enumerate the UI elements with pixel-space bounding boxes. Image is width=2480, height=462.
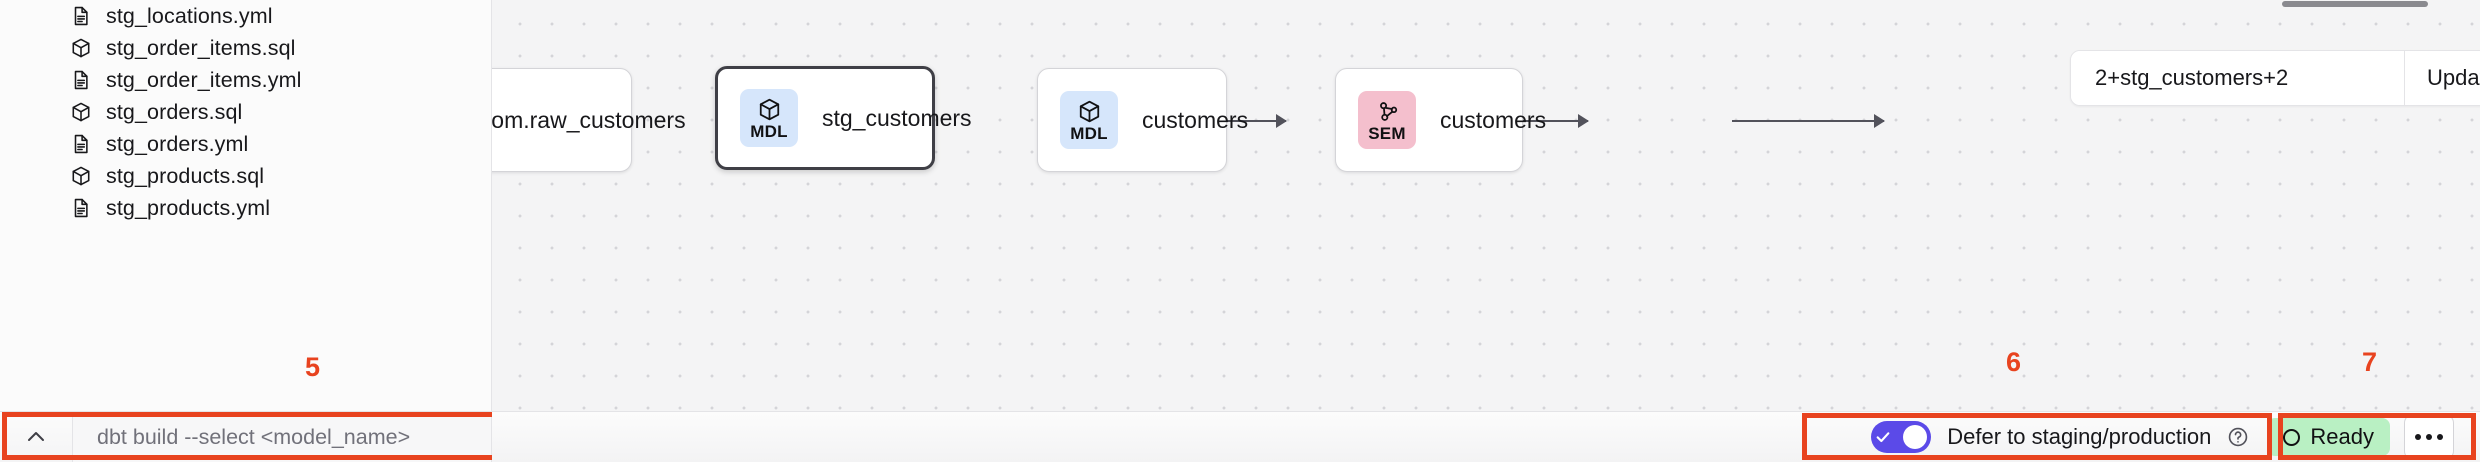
file-list-item[interactable]: stg_order_items.sql — [0, 32, 491, 64]
check-icon — [1876, 432, 1890, 443]
status-badge[interactable]: Ready — [2267, 418, 2390, 456]
annotation-number-6: 6 — [2006, 347, 2022, 377]
node-type-badge: MDL — [1060, 91, 1118, 149]
update-graph-button[interactable]: Update Graph — [2404, 51, 2480, 105]
file-name: stg_order_items.sql — [106, 35, 296, 60]
edge-mdl-to-sem — [1732, 114, 1885, 128]
horizontal-scrollbar-thumb[interactable] — [2282, 1, 2428, 7]
file-list-item[interactable]: stg_orders.yml — [0, 128, 491, 160]
status-label: Ready — [2310, 424, 2374, 449]
network-graph-icon — [1379, 101, 1397, 121]
file-name: stg_products.sql — [106, 163, 265, 188]
node-label: ecom.raw_customers — [492, 106, 686, 133]
cube-icon — [72, 102, 90, 122]
file-name: stg_order_items.yml — [106, 67, 302, 92]
file-list-item[interactable]: stg_orders.sql — [0, 96, 491, 128]
cube-icon — [72, 38, 90, 58]
dbt-command-input[interactable]: dbt build --select <model_name> — [73, 412, 491, 462]
node-type-badge: SEM — [1358, 91, 1416, 149]
question-circle-icon[interactable] — [2227, 426, 2249, 448]
file-name: stg_locations.yml — [106, 3, 273, 28]
file-list-item[interactable]: stg_products.sql — [0, 160, 491, 192]
graph-node-customers-mdl[interactable]: MDL customers — [1037, 68, 1248, 172]
graph-selector-input[interactable]: 2+stg_customers+2 — [2071, 51, 2404, 105]
annotation-number-7: 7 — [2362, 347, 2378, 377]
file-list-item[interactable]: stg_locations.yml — [0, 0, 491, 32]
file-name: stg_orders.sql — [106, 99, 243, 124]
graph-toolbar: 2+stg_customers+2 Update Graph — [2070, 50, 2480, 106]
file-document-icon — [74, 198, 88, 218]
annotation-number-5: 5 — [305, 352, 321, 382]
node-type-badge: MDL — [740, 89, 798, 147]
node-type-label: MDL — [750, 121, 788, 141]
file-document-icon — [74, 70, 88, 90]
file-name: stg_products.yml — [106, 195, 271, 220]
horizontal-scrollbar-track[interactable] — [492, 0, 2480, 8]
chevron-up-icon[interactable] — [0, 412, 73, 462]
defer-setting-group: Defer to staging/production — [1871, 421, 2249, 453]
file-name: stg_orders.yml — [106, 131, 249, 156]
ellipsis-icon[interactable] — [2404, 414, 2454, 460]
status-group: Ready — [2267, 414, 2454, 460]
node-label: customers — [1440, 106, 1547, 133]
file-document-icon — [74, 134, 88, 154]
file-list-item[interactable]: stg_order_items.yml — [0, 64, 491, 96]
cube-icon — [759, 98, 779, 120]
node-type-label: MDL — [1070, 123, 1108, 143]
graph-selector-group: 2+stg_customers+2 Update Graph — [2070, 50, 2480, 106]
defer-label: Defer to staging/production — [1947, 424, 2212, 449]
file-list: stg_locations.yml stg_order_items.sql stg_… — [0, 0, 491, 224]
cube-icon — [1079, 100, 1099, 122]
status-footer: Defer to staging/production Ready — [492, 411, 2480, 462]
command-bar: dbt build --select <model_name> — [0, 411, 492, 462]
defer-toggle[interactable] — [1871, 421, 1932, 453]
cube-icon — [72, 166, 90, 186]
graph-node-stg-customers[interactable]: MDL stg_customers — [715, 66, 972, 170]
node-label: stg_customers — [822, 104, 972, 131]
node-label: customers — [1142, 106, 1249, 133]
graph-node-customers-sem[interactable]: SEM customers — [1335, 68, 1546, 172]
status-dot-icon — [2283, 428, 2301, 446]
graph-node-src[interactable]: SRCecom.raw_customers — [492, 68, 686, 172]
file-list-item[interactable]: stg_products.yml — [0, 192, 491, 224]
file-document-icon — [74, 6, 88, 26]
file-explorer-sidebar: stg_locations.yml stg_order_items.sql stg_… — [0, 0, 492, 411]
toggle-knob — [1903, 425, 1928, 449]
node-type-label: SEM — [1368, 123, 1406, 143]
lineage-graph-canvas[interactable]: SRCecom.raw_customers MDL stg_customers M… — [492, 0, 2480, 411]
